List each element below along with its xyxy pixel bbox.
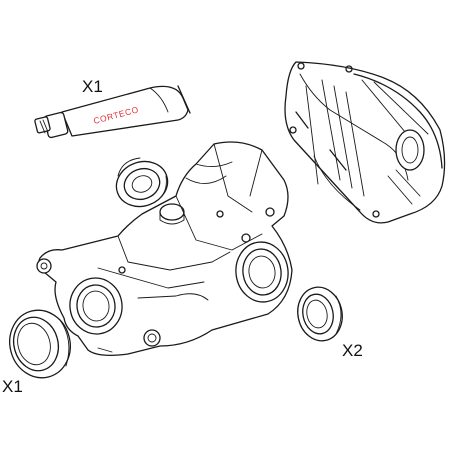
tube-quantity-label: X1: [82, 77, 103, 96]
small-seal-quantity-label: X2: [342, 341, 363, 360]
large-seal-quantity-label: X1: [2, 377, 23, 396]
small-seal-ring: [297, 286, 343, 342]
differential-cover: [284, 61, 446, 224]
differential-housing: [36, 141, 293, 356]
large-seal-ring: [9, 309, 71, 379]
sealant-tube: CORTECO: [34, 85, 191, 139]
